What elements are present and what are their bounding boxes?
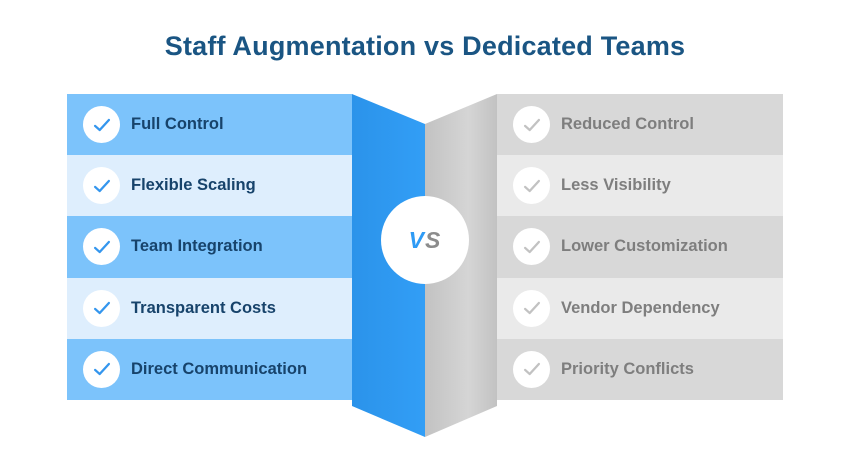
check-icon (513, 106, 550, 144)
list-item: Less Visibility (497, 155, 783, 217)
list-item: Lower Customization (497, 216, 783, 278)
list-item-label: Priority Conflicts (561, 359, 694, 378)
check-icon (513, 350, 550, 388)
check-icon (83, 106, 120, 144)
vs-badge-s: S (425, 226, 442, 253)
page-title: Staff Augmentation vs Dedicated Teams (164, 31, 686, 61)
list-item-label: Direct Communication (131, 359, 308, 378)
list-item: Direct Communication (67, 338, 352, 400)
check-icon (83, 289, 120, 327)
list-item-label: Transparent Costs (131, 298, 276, 317)
list-item: Team Integration (67, 216, 352, 278)
check-icon (513, 289, 550, 327)
check-icon (83, 228, 120, 266)
check-icon (513, 228, 550, 266)
list-item-label: Vendor Dependency (561, 298, 720, 317)
check-icon (513, 167, 550, 205)
list-item-label: Less Visibility (561, 176, 671, 195)
check-icon (83, 350, 120, 388)
list-item: Full Control (67, 94, 352, 156)
list-item-label: Full Control (131, 115, 224, 134)
check-icon (83, 167, 120, 205)
list-item: Reduced Control (497, 94, 783, 156)
list-item: Priority Conflicts (497, 338, 783, 400)
ribbon-right-panel (425, 94, 497, 437)
dedicated-teams-column: Reduced Control Less Visibility Lower Cu… (497, 94, 783, 400)
list-item-label: Team Integration (131, 237, 263, 256)
list-item: Vendor Dependency (497, 277, 783, 339)
staff-augmentation-column: Full Control Flexible Scaling Team Integ… (67, 94, 352, 400)
list-item-label: Reduced Control (561, 115, 694, 134)
list-item-label: Lower Customization (561, 237, 728, 256)
vs-badge-v: V (408, 226, 425, 253)
list-item: Transparent Costs (67, 277, 352, 339)
list-item: Flexible Scaling (67, 155, 352, 217)
list-item-label: Flexible Scaling (131, 176, 256, 195)
